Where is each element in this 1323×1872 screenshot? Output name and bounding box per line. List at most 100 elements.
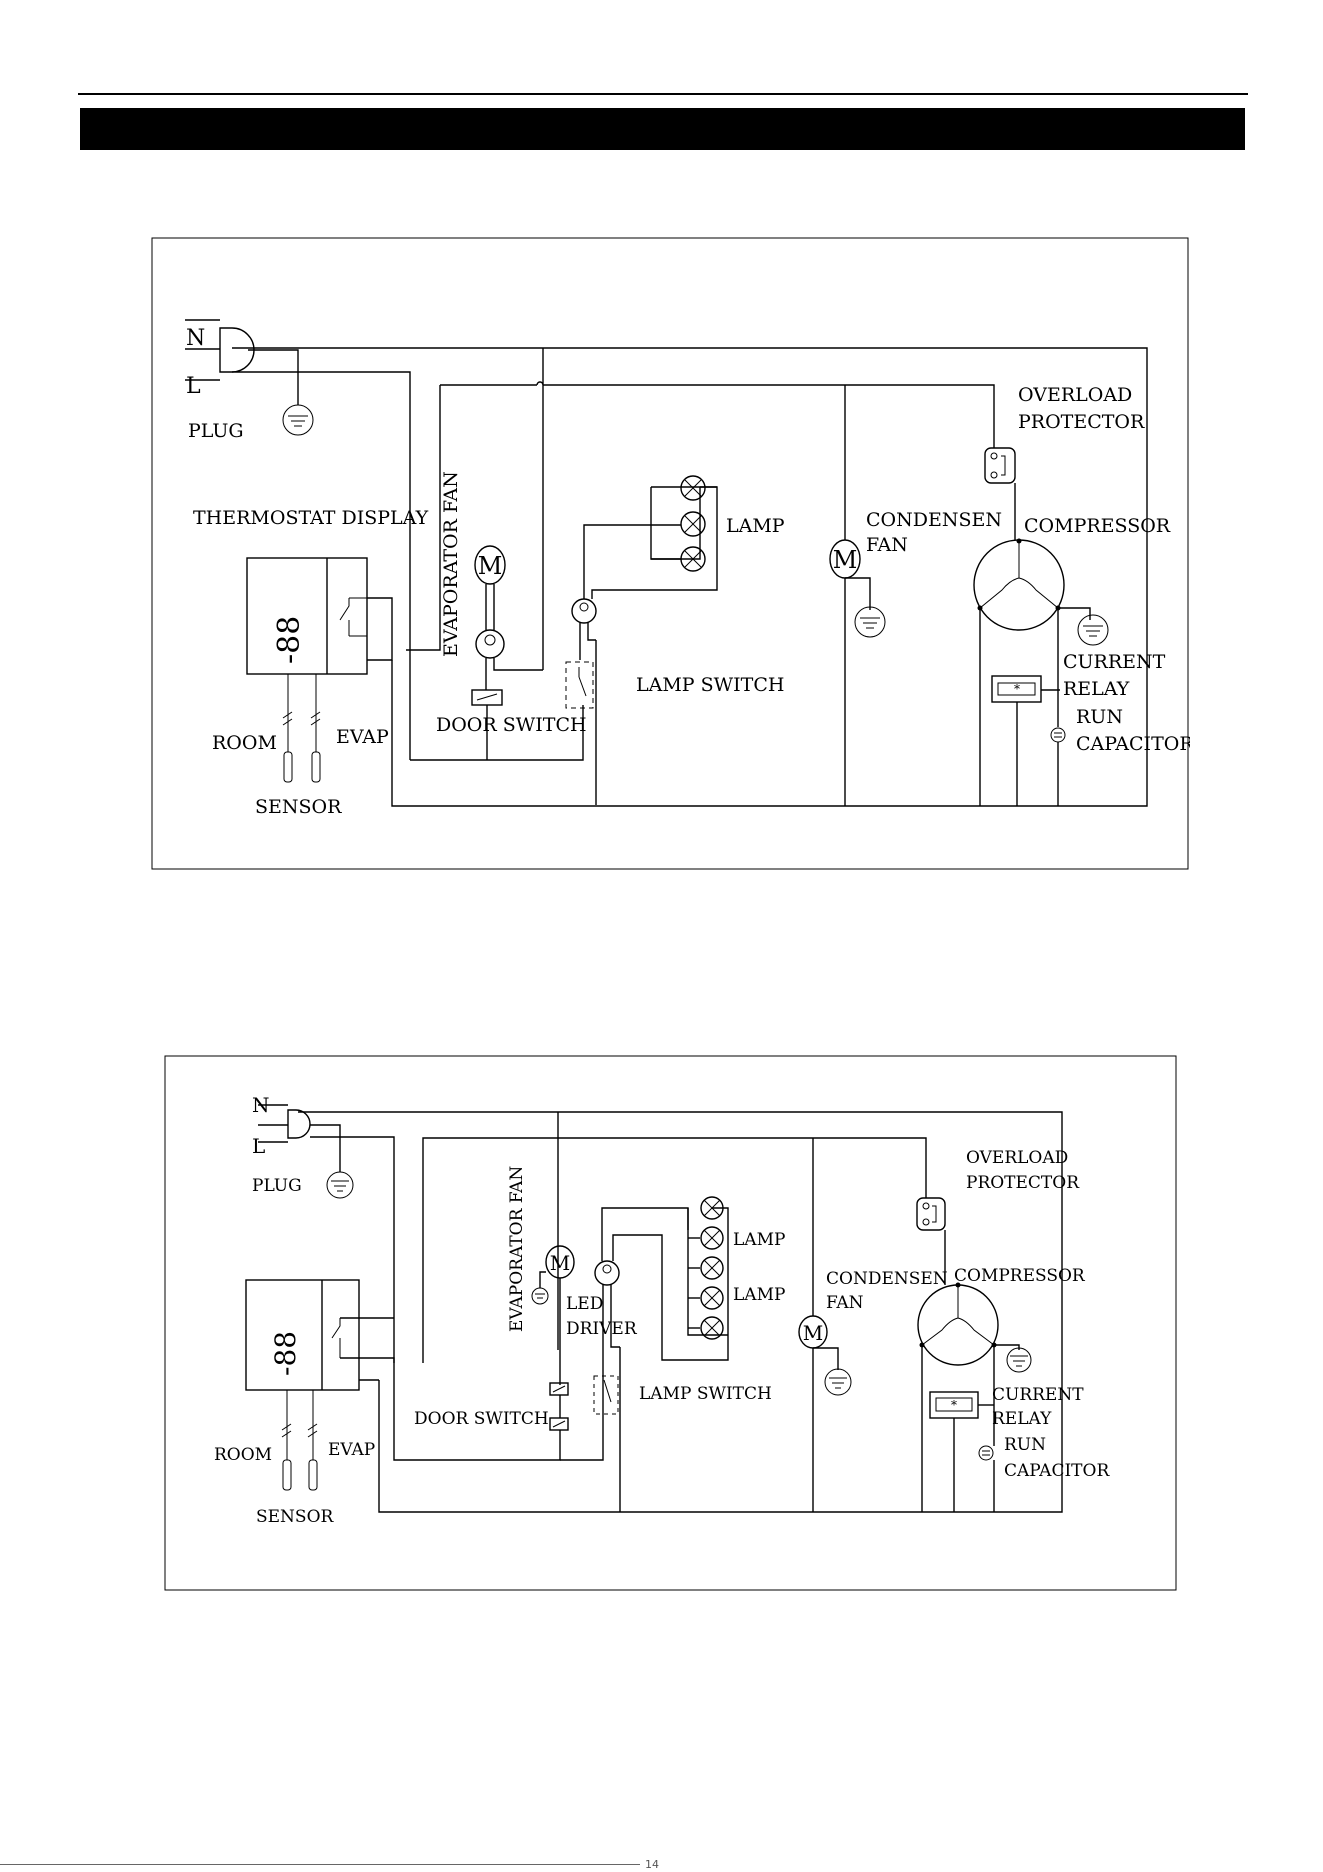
room-sensor <box>282 674 293 783</box>
thermostat-display: -88 <box>245 1279 395 1391</box>
neutral-rail <box>232 347 1148 807</box>
current-label: CURRENT <box>992 1385 1084 1405</box>
ground-icon <box>1006 1347 1032 1373</box>
door-switch-label: DOOR SWITCH <box>414 1409 549 1429</box>
plug-icon <box>258 1104 311 1143</box>
condenser-fan-motor-icon: M <box>798 1315 852 1396</box>
sensor-label: SENSOR <box>255 796 342 818</box>
condensen-label: CONDENSEN <box>866 509 1002 531</box>
footer-rule <box>0 1864 640 1865</box>
secondary-rail <box>422 1137 927 1363</box>
lamp-bank <box>687 1196 728 1340</box>
compressor-icon <box>973 538 1091 806</box>
live-rail <box>232 371 411 760</box>
condensen-label: CONDENSEN <box>826 1269 948 1289</box>
svg-text:M: M <box>833 546 858 574</box>
overload-label: OVERLOAD <box>1018 384 1132 406</box>
compressor-label: COMPRESSOR <box>954 1266 1086 1286</box>
evap-sensor <box>310 674 321 783</box>
protector-label: PROTECTOR <box>1018 411 1145 433</box>
door-switch-return <box>410 705 584 761</box>
current-relay-icon: * <box>991 675 1060 806</box>
seven-segment-readout: -88 <box>272 616 307 664</box>
driver-label: DRIVER <box>566 1319 638 1339</box>
secondary-rail <box>440 384 995 448</box>
l-label: L <box>252 1134 265 1158</box>
lamp-icon <box>700 1226 724 1250</box>
sensor-label: SENSOR <box>256 1507 335 1527</box>
evap-label: EVAP <box>336 726 389 748</box>
condenser-fan-motor-icon: M <box>829 539 886 638</box>
run-capacitor-icon <box>1050 680 1066 806</box>
plug-label: PLUG <box>252 1176 302 1196</box>
lamp-icon <box>700 1316 724 1340</box>
evap-label: EVAP <box>328 1440 375 1460</box>
n-label: N <box>186 326 205 351</box>
ground-icon <box>1077 614 1109 646</box>
svg-text:*: * <box>951 1398 957 1412</box>
svg-text:-88: -88 <box>269 1331 302 1376</box>
n-label: N <box>252 1093 270 1117</box>
diagram-1-frame <box>151 237 1189 870</box>
room-label: ROOM <box>214 1445 272 1465</box>
lamp-icon <box>680 511 706 537</box>
overload-label: OVERLOAD <box>966 1148 1068 1168</box>
current-label: CURRENT <box>1063 651 1166 673</box>
lamp-switch-icon <box>565 640 597 805</box>
evaporator-fan-motor-icon: M <box>531 1245 575 1385</box>
evaporator-fan-label: EVAPORATOR FAN <box>507 1166 527 1332</box>
led-label: LED <box>566 1294 603 1314</box>
svg-text:M: M <box>478 552 503 580</box>
lamp-label-a: LAMP <box>733 1230 785 1250</box>
neutral-rail <box>298 1111 1063 1513</box>
l-label: L <box>186 374 201 399</box>
room-sensor <box>281 1390 292 1491</box>
lamp-icon <box>700 1286 724 1310</box>
lamp-icon <box>680 546 706 572</box>
overload-protector-icon <box>916 1197 946 1285</box>
run-label: RUN <box>1004 1435 1046 1455</box>
compressor-label: COMPRESSOR <box>1024 515 1171 537</box>
thermostat-display: -88 <box>246 557 393 675</box>
capacitor-label: CAPACITOR <box>1076 733 1190 755</box>
current-relay-icon: * <box>929 1391 994 1512</box>
fan-label: FAN <box>866 534 908 556</box>
lamp-label: LAMP <box>726 515 785 537</box>
svg-text:M: M <box>803 1321 823 1345</box>
lamp-bank <box>650 475 717 572</box>
thermostat-display-label: THERMOSTAT DISPLAY <box>193 507 429 529</box>
overload-protector-icon <box>984 447 1016 540</box>
fan-label: FAN <box>826 1293 864 1313</box>
room-label: ROOM <box>212 732 277 754</box>
evap-sensor <box>307 1390 318 1491</box>
protector-label: PROTECTOR <box>966 1173 1080 1193</box>
page-number: 14 <box>645 1858 659 1871</box>
door-switch-icon <box>393 1363 569 1461</box>
door-switch-label: DOOR SWITCH <box>436 714 587 736</box>
wiring-diagram-2: N L PLUG -88 ROOM EVAP SENSOR EVAPORATOR… <box>164 1055 1177 1591</box>
lamp-icon <box>680 475 706 501</box>
lamp-label-b: LAMP <box>733 1285 785 1305</box>
ground-icon <box>248 349 314 436</box>
run-capacitor-icon <box>978 1410 995 1512</box>
run-label: RUN <box>1076 706 1123 728</box>
header-rule <box>78 93 1248 95</box>
lamp-driver-icon <box>571 486 718 660</box>
lamp-icon <box>700 1256 724 1280</box>
seven-segment-readout: -88 <box>269 1331 302 1376</box>
svg-text:-88: -88 <box>272 616 307 664</box>
evaporator-fan-motor-icon: M <box>474 545 543 690</box>
lamp-icon <box>700 1196 724 1220</box>
ground-icon <box>310 1124 354 1199</box>
door-switch-icon <box>471 689 503 760</box>
capacitor-label: CAPACITOR <box>1004 1461 1110 1481</box>
svg-text:*: * <box>1014 682 1020 696</box>
evaporator-fan-label: EVAPORATOR FAN <box>440 471 462 657</box>
evap-fan-supply <box>406 385 441 651</box>
lamp-switch-label: LAMP SWITCH <box>636 674 784 696</box>
lamp-switch-icon <box>593 1347 621 1512</box>
lamp-switch-label: LAMP SWITCH <box>639 1384 772 1404</box>
section-header-bar <box>80 108 1245 150</box>
relay-label: RELAY <box>992 1409 1052 1429</box>
plug-label: PLUG <box>188 420 244 442</box>
